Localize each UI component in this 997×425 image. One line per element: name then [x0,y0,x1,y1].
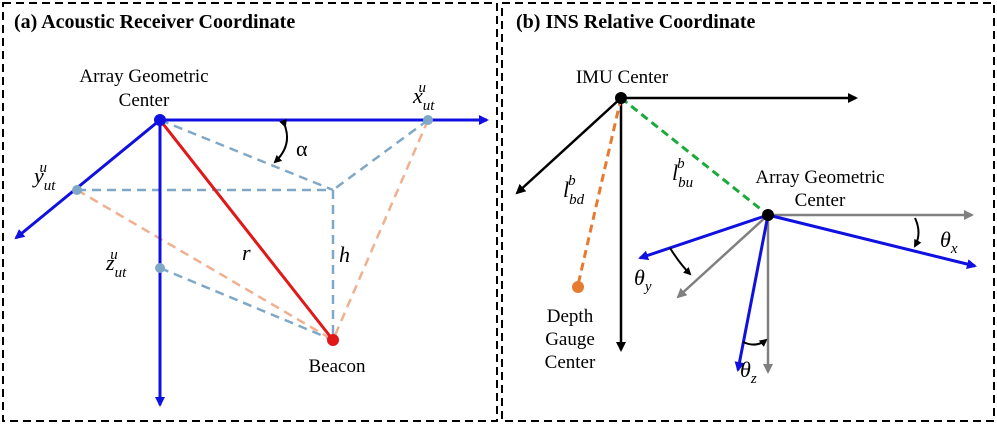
dash-x-to-beacon [331,119,430,341]
panel-a: (a) Acoustic Receiver Coordinate Array G… [2,2,498,422]
alpha-label: α [296,136,308,161]
panel-a-title: (a) Acoustic Receiver Coordinate [14,11,295,33]
depth-gauge-label-line2: Gauge [545,329,595,350]
depth-gauge-point [572,281,584,293]
theta-z-arc [742,338,768,347]
array-center-label-line2: Center [795,190,846,211]
imu-center-label: IMU Center [576,67,669,88]
range-label: r [242,240,251,265]
array-y-axis [638,213,769,261]
imu-center-point [615,92,627,104]
array-ref-y-axis [676,214,769,299]
x-point [423,115,433,125]
origin-point [154,114,166,126]
dash-y-to-beacon [76,188,334,342]
z-axis-label: zutu [105,247,127,281]
y-axis [14,118,161,240]
origin-label-line1: Array Geometric [79,66,208,87]
theta-x-label: θx [940,227,958,257]
array-x-axis [767,213,977,269]
height-label: h [339,242,350,267]
array-center-label-line1: Array Geometric [755,167,884,188]
theta-y-arc [669,247,692,276]
z-point [155,263,165,273]
dash-z-to-beacon [159,266,334,342]
x-axis-label: xutu [412,80,435,114]
dash-origin-to-proj [159,118,334,192]
theta-y-label: θy [634,265,652,295]
lever-bu-label: lbub [672,156,693,191]
y-axis-label: yutu [32,160,56,194]
panel-a-construction-lines [77,118,429,342]
lever-bd-label: lbdb [563,173,585,208]
theta-z-label: θz [740,357,757,387]
panel-a-frame [2,2,498,422]
panel-b-title: (b) INS Relative Coordinate [516,11,756,33]
range-line [158,119,335,341]
panel-a-projection-lines [76,119,430,342]
origin-label-line2: Center [119,90,170,111]
lever-arm-bu [620,96,769,217]
depth-gauge-label-line3: Center [545,352,596,373]
array-z-axis [734,214,770,372]
beacon-label: Beacon [309,356,366,377]
depth-gauge-label-line1: Depth [547,306,594,327]
beacon-point [327,334,339,346]
y-point [72,185,82,195]
imu-y-axis [515,97,622,195]
alpha-arc [273,119,288,164]
dash-x-to-proj [332,118,429,192]
theta-x-arc [914,217,922,248]
panel-b: (b) INS Relative Coordinate IMU Center A… [501,2,995,422]
lever-arm-bd [576,97,623,286]
array-center-point [762,209,774,221]
